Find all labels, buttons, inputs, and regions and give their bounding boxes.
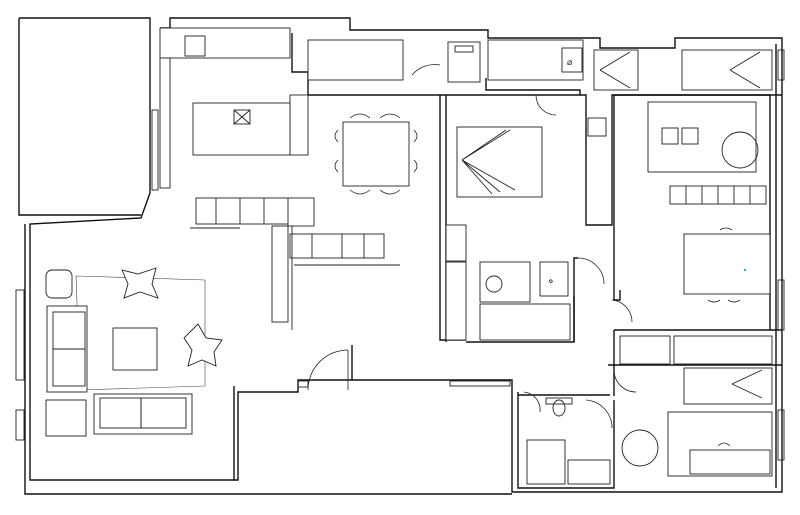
sofa-bottom <box>93 393 193 435</box>
kitchen: ⌀ <box>159 27 584 189</box>
windows <box>15 49 785 461</box>
pouf <box>45 269 73 299</box>
laundry-counter <box>487 39 584 81</box>
appliance-box <box>447 41 481 83</box>
bed-single-c <box>683 367 773 405</box>
bench-long <box>289 233 385 259</box>
guest-toilet-icon <box>552 399 566 417</box>
kitchen-island <box>192 102 291 156</box>
desk <box>683 233 771 295</box>
rug <box>647 101 757 173</box>
bed-single-a <box>593 49 639 91</box>
upper-cabinet <box>307 39 404 81</box>
bench-side <box>271 225 289 323</box>
double-bed <box>456 126 543 198</box>
side-cabinet <box>45 399 87 437</box>
counter-right <box>289 94 309 156</box>
bedroom-2 <box>593 49 773 303</box>
basin <box>539 261 569 297</box>
bench-corner <box>287 197 315 227</box>
shower <box>479 303 571 341</box>
dryer-icon <box>561 47 583 73</box>
counter-top <box>159 27 291 59</box>
doors <box>307 64 637 429</box>
bedroom-3 <box>619 335 773 477</box>
outer-walls <box>18 17 783 495</box>
armchair-top <box>121 267 159 299</box>
guest-bathroom <box>526 397 611 485</box>
living-room <box>45 267 223 437</box>
guest-shower <box>526 439 566 485</box>
hob-icon <box>233 109 251 125</box>
armchair-right <box>183 323 223 367</box>
dryer-symbol: ⌀ <box>567 58 573 68</box>
sink-symbol: ⋄ <box>548 277 554 287</box>
bench-seating <box>190 197 400 330</box>
dining-table <box>342 121 410 187</box>
master-bedroom <box>445 117 607 341</box>
bed-single-b <box>681 49 773 91</box>
dining-area <box>334 113 418 195</box>
sink-top <box>184 35 206 57</box>
coffee-table <box>112 327 158 371</box>
toilet-icon <box>485 275 503 293</box>
bench-top <box>195 197 293 225</box>
guest-basin <box>567 459 611 485</box>
ensuite-bathroom: ⋄ <box>479 261 571 341</box>
